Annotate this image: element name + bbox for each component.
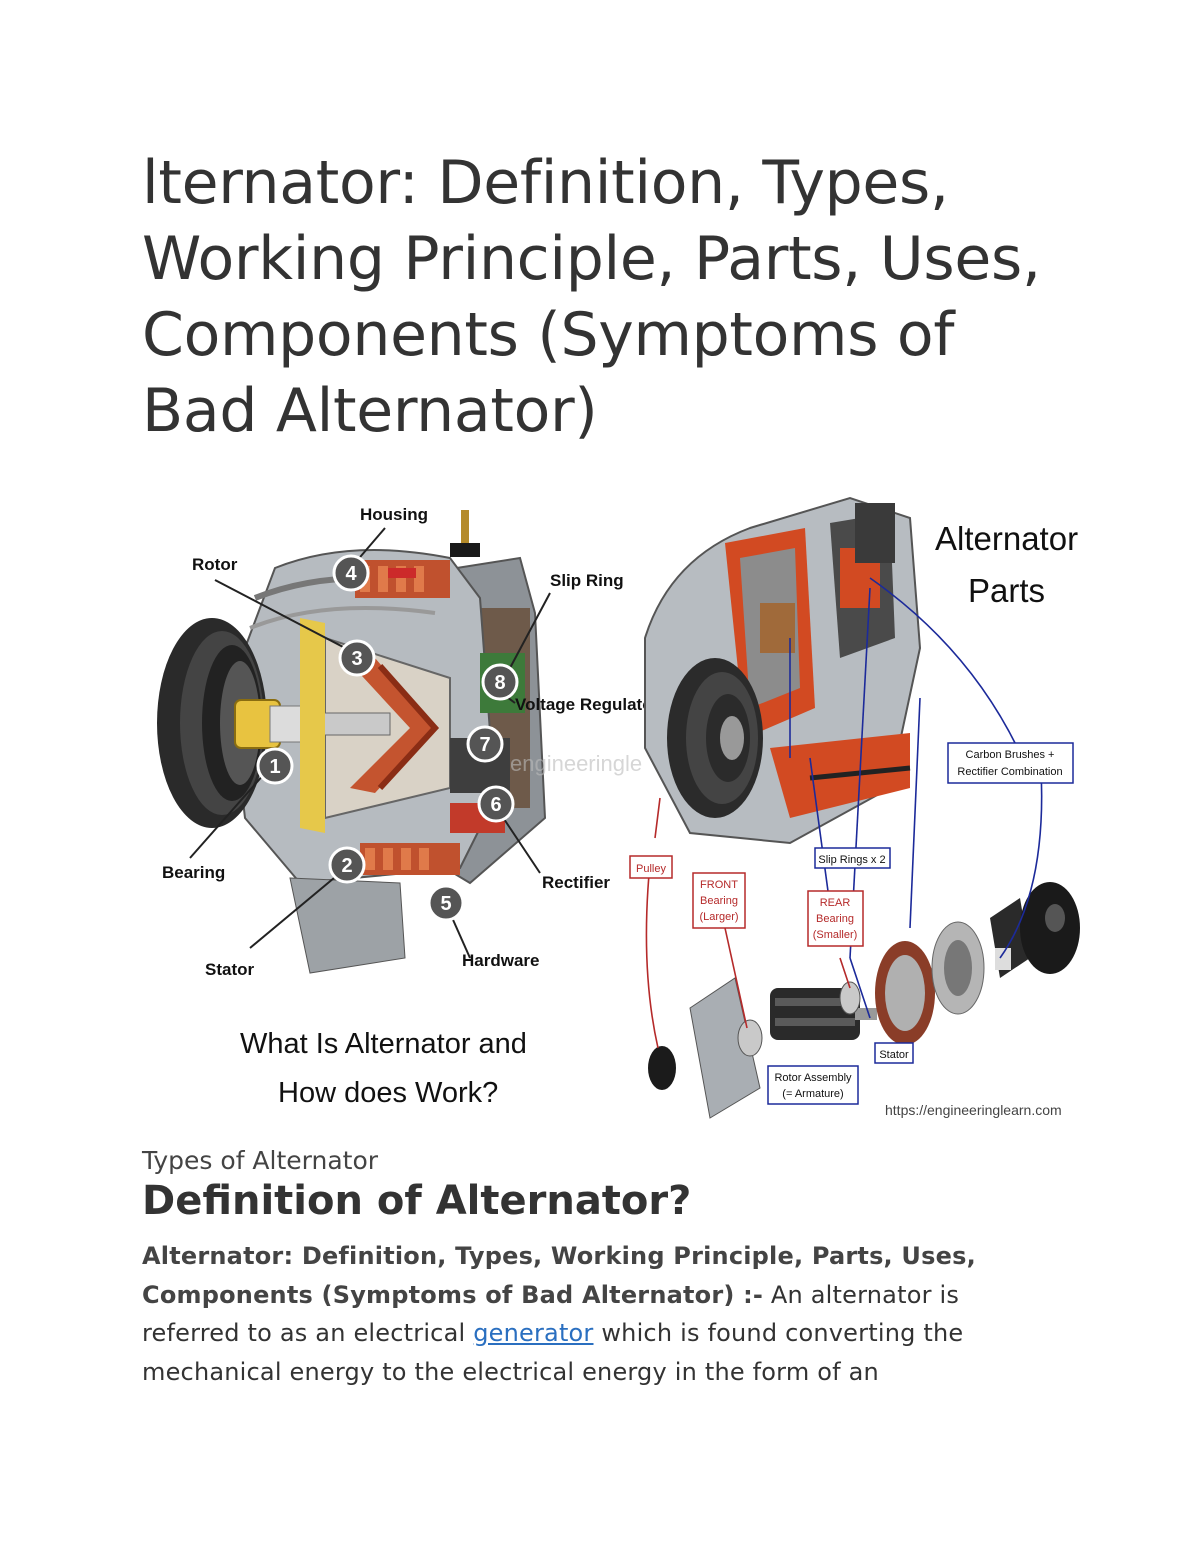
paragraph-text-2: which is found converting the mechanical… xyxy=(142,1319,964,1386)
label-slip-ring: Slip Ring xyxy=(550,571,624,590)
caption-line-1: What Is Alternator and xyxy=(240,1028,527,1060)
parts-title-line-1: Alternator xyxy=(935,520,1078,557)
marker-8: 8 xyxy=(494,672,505,694)
label-stator: Stator xyxy=(205,960,255,979)
label-pulley-box: Pulley xyxy=(629,855,673,879)
caption-line-2: How does Work? xyxy=(278,1077,498,1109)
label-carbon-brushes-line-2: Rectifier Combination xyxy=(957,766,1062,778)
alternator-parts-illustration: Alternator Parts xyxy=(629,496,1080,1119)
page-title: lternator: Definition, Types, Working Pr… xyxy=(142,148,1041,446)
alternator-figure: 1 2 3 4 5 6 7 8 Housing Rotor Slip Ring … xyxy=(150,488,1085,1120)
marker-4: 4 xyxy=(345,563,357,585)
label-rotor: Rotor xyxy=(192,555,238,574)
label-stator-right: Stator xyxy=(879,1049,909,1061)
label-carbon-brushes-line-1: Carbon Brushes + xyxy=(966,749,1055,761)
definition-paragraph: Alternator: Definition, Types, Working P… xyxy=(142,1237,1062,1391)
label-front-bearing-line-1: FRONT xyxy=(700,879,738,891)
label-front-bearing-line-2: Bearing xyxy=(700,895,738,907)
label-rectifier: Rectifier xyxy=(542,873,610,892)
generator-link[interactable]: generator xyxy=(473,1319,594,1347)
watermark: engineeringle xyxy=(510,751,642,776)
parts-title-line-2: Parts xyxy=(968,572,1045,609)
part-number-markers: 1 2 3 4 5 6 7 8 xyxy=(256,554,519,922)
marker-2: 2 xyxy=(341,855,352,877)
label-carbon-brushes-box: Carbon Brushes + Rectifier Combination xyxy=(947,742,1074,784)
label-rear-bearing-line-1: REAR xyxy=(820,897,851,909)
label-rotor-assembly-box: Rotor Assembly (= Armature) xyxy=(767,1065,859,1105)
label-bearing: Bearing xyxy=(162,863,225,882)
label-hardware: Hardware xyxy=(462,951,539,970)
marker-7: 7 xyxy=(479,734,490,756)
paragraph-bold-lead: Alternator: Definition, Types, Working P… xyxy=(142,1242,976,1309)
paragraph-text-1: An alternator is referred to as an elect… xyxy=(142,1280,960,1348)
label-rear-bearing-line-3: (Smaller) xyxy=(813,929,858,941)
marker-1: 1 xyxy=(269,756,280,778)
label-front-bearing-line-3: (Larger) xyxy=(699,911,738,923)
marker-3: 3 xyxy=(351,648,362,670)
cutaway-alternator-illustration: 1 2 3 4 5 6 7 8 Housing Rotor Slip Ring … xyxy=(157,505,660,1109)
label-stator-box: Stator xyxy=(874,1042,914,1064)
label-rotor-assembly-line-1: Rotor Assembly xyxy=(774,1072,852,1084)
label-housing: Housing xyxy=(360,505,428,524)
label-front-bearing-box: FRONT Bearing (Larger) xyxy=(692,872,746,929)
subheading: Types of Alternator xyxy=(142,1146,379,1175)
section-heading: Definition of Alternator? xyxy=(142,1178,692,1224)
label-rear-bearing-box: REAR Bearing (Smaller) xyxy=(807,890,864,947)
marker-5: 5 xyxy=(440,893,451,915)
label-pulley: Pulley xyxy=(636,863,666,875)
label-voltage-regulator: Voltage Regulator xyxy=(515,695,660,714)
label-rear-bearing-line-2: Bearing xyxy=(816,913,854,925)
label-rotor-assembly-line-2: (= Armature) xyxy=(782,1088,843,1100)
label-slip-rings-box: Slip Rings x 2 xyxy=(814,847,891,869)
source-url: https://engineeringlearn.com xyxy=(885,1102,1062,1118)
label-slip-rings: Slip Rings x 2 xyxy=(818,854,885,866)
marker-6: 6 xyxy=(490,794,501,816)
